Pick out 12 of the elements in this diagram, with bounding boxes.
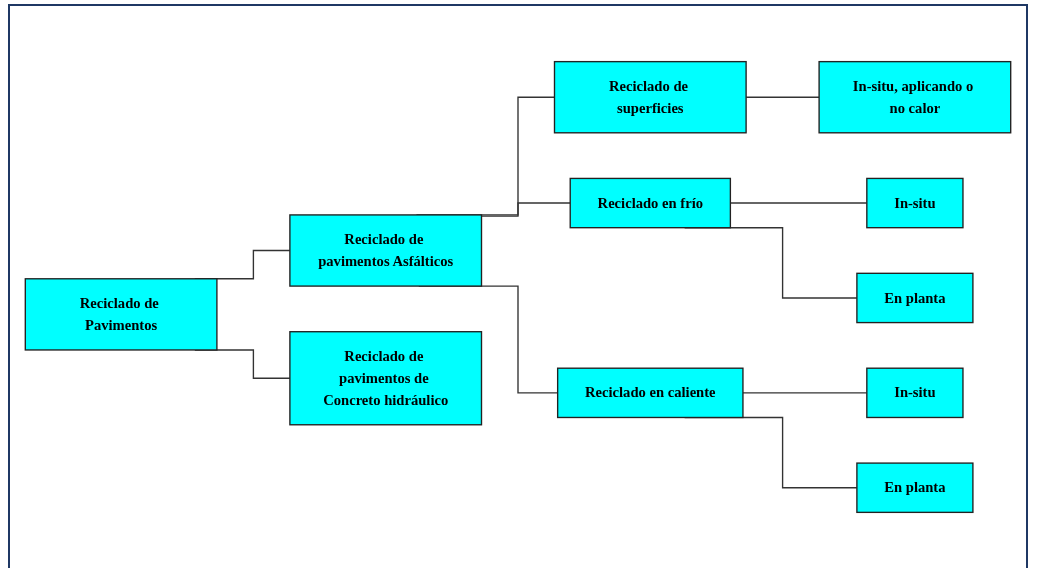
node-box: Reciclado en frío [569, 177, 732, 229]
node-box: In-situ, aplicando o no calor [818, 60, 1012, 134]
node-box: En planta [856, 462, 974, 514]
node-box: Reciclado de pavimentos de Concreto hidráulico [289, 331, 483, 426]
node-box: Reciclado de superficies [553, 60, 747, 134]
connector [480, 202, 571, 217]
node-box: In-situ [866, 367, 964, 419]
node-box: Reciclado en caliente [556, 367, 744, 419]
node-box: En planta [856, 272, 974, 324]
node-box: In-situ [866, 177, 964, 229]
node-box: Reciclado de pavimentos Asfálticos [289, 214, 483, 287]
node-box: Reciclado de Pavimentos [24, 278, 218, 351]
